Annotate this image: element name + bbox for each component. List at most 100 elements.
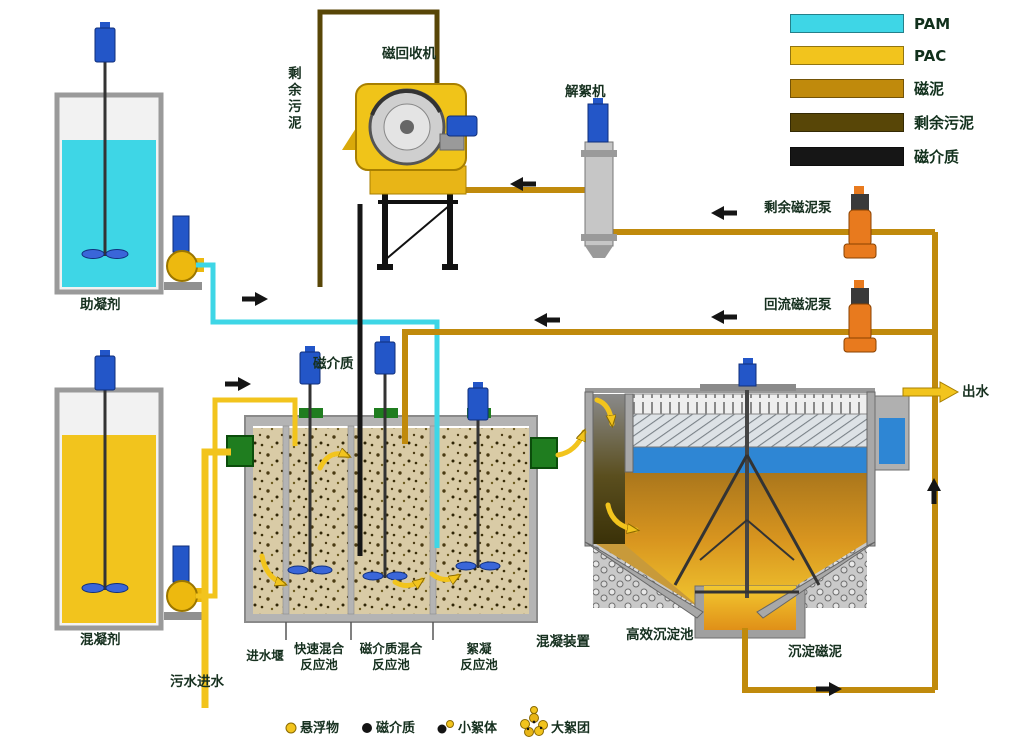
flow-arrow	[317, 454, 348, 471]
label-flocculation-tank: 絮凝 反应池	[460, 641, 498, 672]
flow-legend-icons	[285, 706, 548, 737]
impeller	[362, 571, 384, 581]
scraper-tie-right	[746, 519, 795, 561]
legend-label-pam: PAM	[914, 14, 951, 33]
impeller	[479, 561, 501, 571]
magnetic-media-icon	[362, 723, 372, 733]
mixer-2	[362, 336, 408, 581]
label-surplus-sludge-pump: 剩余磁泥泵	[764, 200, 832, 216]
defloc-motor	[587, 103, 609, 143]
pump-nub	[854, 186, 864, 194]
impeller	[386, 571, 408, 581]
effluent-water	[879, 418, 905, 464]
surplus-sludge-pump	[843, 186, 877, 259]
label-coagulant-tank: 混凝剂	[80, 632, 121, 648]
legend: PAM PAC 磁泥 剩余污泥 磁介质	[790, 14, 974, 167]
sedimentation-tank	[584, 358, 910, 639]
mixer-motor-cap	[380, 336, 390, 343]
mixing-tank-bottom-wall	[245, 614, 537, 622]
pump-nub	[854, 280, 864, 288]
flow-arrow	[605, 502, 636, 530]
label-sewage-inlet: 污水进水	[170, 674, 224, 690]
legend-item-surplus-sludge: 剩余污泥	[790, 112, 974, 133]
flow-legend-label-small-floc: 小絮体	[458, 721, 498, 736]
mixer-1	[287, 346, 333, 575]
label-return-sludge-pump: 回流磁泥泵	[764, 297, 832, 313]
label-sedimentation-tank: 高效沉淀池	[626, 627, 694, 643]
label-magnetic-recovery-machine: 磁回收机	[382, 46, 436, 62]
mixer-motor-cap	[100, 22, 110, 29]
pump-volute	[166, 580, 198, 612]
collection-launders	[632, 393, 868, 415]
arrow-left-return-2	[534, 313, 560, 327]
sed-tank-left-wall	[584, 391, 594, 547]
lamella-plates	[632, 413, 868, 448]
legend-item-pac: PAC	[790, 46, 974, 65]
drum-motor	[446, 115, 478, 137]
label-inlet-weir: 进水堰	[246, 648, 284, 663]
defloc-flange-bottom	[581, 234, 617, 241]
legend-swatch-mud	[790, 79, 904, 98]
flow-arrow	[555, 432, 587, 458]
pump-motor	[851, 288, 869, 306]
legend-item-pam: PAM	[790, 14, 974, 33]
impeller	[311, 565, 333, 575]
deflocculator	[581, 98, 617, 258]
defloc-flange-top	[581, 150, 617, 157]
legend-label-pac: PAC	[914, 46, 947, 65]
scraper-motor-cap	[743, 358, 753, 365]
impeller	[105, 583, 129, 593]
label-settled-sludge: 沉淀磁泥	[788, 644, 842, 660]
legend-swatch-surplus-sludge	[790, 113, 904, 132]
mixer-motor-cap	[473, 382, 483, 389]
pump-motor	[172, 545, 190, 583]
return-sludge-pump	[843, 280, 877, 353]
mud-pipe-return	[402, 329, 935, 444]
pump-motor	[172, 215, 190, 253]
mixer-motor	[94, 355, 116, 391]
flow-arrow	[429, 571, 458, 580]
scraper-tie-left	[699, 519, 748, 561]
surplus-sludge-pipe	[317, 9, 440, 287]
drum-belt	[370, 89, 442, 116]
arrow-right-pam	[242, 292, 268, 306]
legend-item-media: 磁介质	[790, 146, 974, 167]
arrow-up-riser	[927, 478, 941, 504]
impeller	[455, 561, 477, 571]
gravel-bed-left	[593, 542, 700, 608]
mixing-tank	[226, 408, 558, 640]
coagulant-dosing-pump	[164, 545, 204, 620]
arrow-right-pac	[225, 377, 251, 391]
mixing-tank-left-wall	[245, 416, 253, 622]
legend-swatch-pam	[790, 14, 904, 33]
impeller	[81, 583, 105, 593]
magnetic-recovery-machine	[342, 83, 478, 270]
floc-specks	[253, 428, 531, 616]
label-effluent: 出水	[962, 384, 989, 400]
stand-brace	[384, 204, 451, 261]
flow-legend-label-suspended-solids: 悬浮物	[300, 721, 340, 736]
pac-pipe	[196, 397, 298, 599]
label-coagulation-unit: 混凝装置	[536, 634, 590, 650]
scraper-arm-right	[745, 454, 821, 586]
mixer-motor-cap	[100, 350, 110, 357]
sewage-inlet-pipe	[201, 448, 231, 708]
sed-tank-left-slope-wall	[584, 541, 704, 619]
scraper-drive-motor	[738, 363, 757, 387]
scraper-arm-left	[673, 454, 749, 586]
defloc-cone	[585, 246, 613, 258]
mixer-motor-cap	[305, 346, 315, 353]
label-deflocculator: 解絮机	[565, 84, 606, 100]
label-magnetic-media-line: 磁介质	[313, 356, 354, 372]
pump-base	[164, 282, 202, 290]
label-coagulant-aid-tank: 助凝剂	[80, 297, 121, 313]
divider-weir-2	[347, 425, 355, 615]
divider-weir-1	[282, 425, 290, 615]
coagulant-tank	[54, 350, 164, 631]
pam-liquid	[62, 140, 156, 287]
large-floc-icon	[520, 706, 548, 737]
pump-body	[848, 303, 872, 341]
flow-arrow	[594, 397, 612, 424]
impeller	[105, 249, 129, 259]
